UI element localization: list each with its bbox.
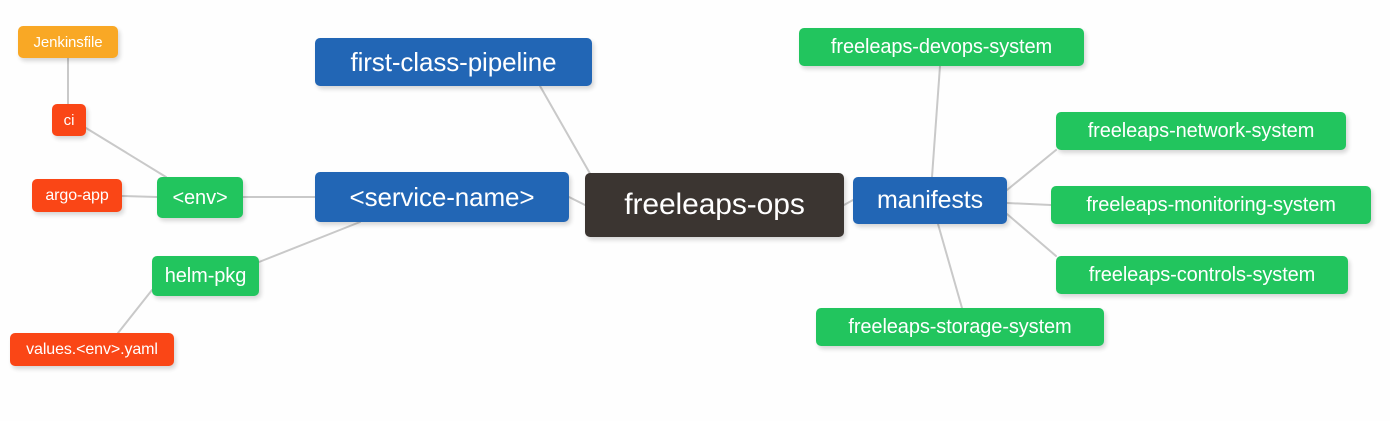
edge-manifests-to-freeleaps-monitoring-system (1006, 202, 1052, 206)
edge-service-name-to-helm-pkg (258, 221, 361, 263)
edge-manifests-to-freeleaps-devops-system (931, 65, 941, 178)
edge-env-to-ci (85, 127, 167, 178)
node-env[interactable]: <env> (157, 177, 243, 218)
node-jenkinsfile[interactable]: Jenkinsfile (18, 26, 118, 58)
node-helm-pkg[interactable]: helm-pkg (152, 256, 259, 296)
node-values-env-yaml[interactable]: values.<env>.yaml (10, 333, 174, 366)
node-manifests[interactable]: manifests (853, 177, 1007, 224)
edge-freeleaps-ops-to-manifests (843, 199, 854, 206)
edge-manifests-to-freeleaps-network-system (1006, 149, 1057, 191)
edge-env-to-argo-app (121, 195, 158, 198)
edge-manifests-to-freeleaps-controls-system (1006, 213, 1057, 257)
node-service-name[interactable]: <service-name> (315, 172, 569, 222)
node-freeleaps-ops[interactable]: freeleaps-ops (585, 173, 844, 237)
edge-manifests-to-freeleaps-storage-system (937, 223, 963, 309)
node-argo-app[interactable]: argo-app (32, 179, 122, 212)
node-freeleaps-monitoring-system[interactable]: freeleaps-monitoring-system (1051, 186, 1371, 224)
node-freeleaps-network-system[interactable]: freeleaps-network-system (1056, 112, 1346, 150)
node-freeleaps-controls-system[interactable]: freeleaps-controls-system (1056, 256, 1348, 294)
node-freeleaps-devops-system[interactable]: freeleaps-devops-system (799, 28, 1084, 66)
node-freeleaps-storage-system[interactable]: freeleaps-storage-system (816, 308, 1104, 346)
node-first-class-pipeline[interactable]: first-class-pipeline (315, 38, 592, 86)
edge-freeleaps-ops-to-service-name (568, 196, 586, 206)
node-ci[interactable]: ci (52, 104, 86, 136)
edge-helm-pkg-to-values-env-yaml (117, 289, 153, 334)
edge-freeleaps-ops-to-first-class-pipeline (539, 85, 593, 178)
